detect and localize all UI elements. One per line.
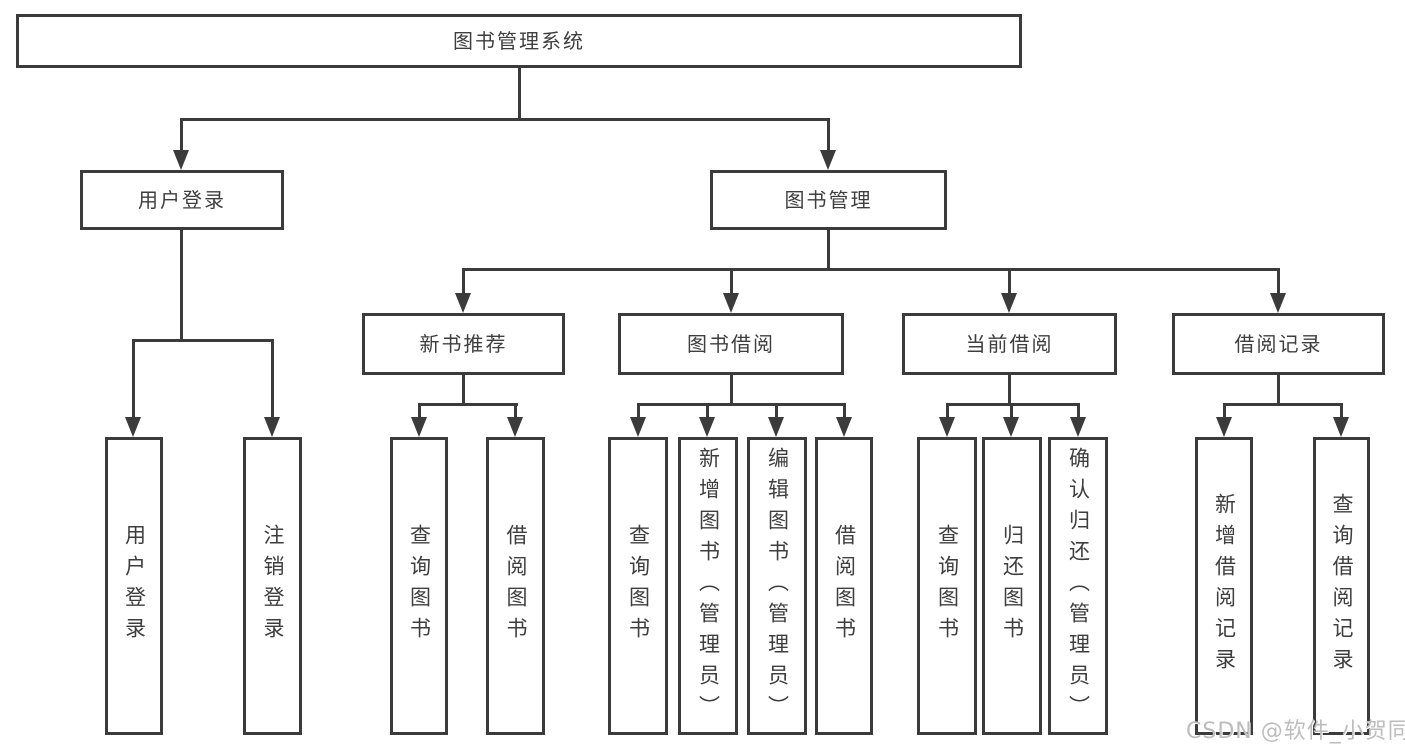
arrow-down-icon (1001, 293, 1017, 313)
connector-arrow-stem (827, 118, 830, 152)
connector-user-login-stem (180, 228, 183, 341)
leaf-query-books-current: 查询图书 (917, 437, 977, 735)
csdn-watermark: CSDN @软件_小贺同学 (1186, 719, 1405, 744)
arrow-down-icon (836, 417, 852, 437)
leaf-query-borrow-record: 查询借阅记录 (1313, 437, 1370, 735)
node-borrow-records: 借阅记录 (1172, 313, 1385, 375)
connector-arrow-stem (843, 403, 846, 419)
connector-arrow-stem (514, 403, 517, 419)
arrow-down-icon (1270, 293, 1286, 313)
connector-arrow-stem (1277, 268, 1280, 295)
connector-new-book-stem (462, 373, 465, 406)
arrow-down-icon (699, 417, 715, 437)
connector-arrow-stem (1077, 403, 1080, 419)
node-current-borrow: 当前借阅 (902, 313, 1117, 375)
node-new-book-recommend: 新书推荐 (362, 313, 565, 375)
connector-book-borrow-branch (637, 403, 846, 406)
arrow-down-icon (1216, 417, 1232, 437)
arrow-down-icon (630, 417, 646, 437)
arrow-down-icon (1333, 417, 1349, 437)
arrow-down-icon (1003, 417, 1019, 437)
leaf-user-login: 用户登录 (105, 437, 163, 735)
connector-arrow-stem (1223, 403, 1226, 419)
node-book-borrow: 图书借阅 (618, 313, 844, 375)
connector-book-mgmt-stem (827, 228, 830, 271)
arrow-down-icon (125, 417, 141, 437)
leaf-add-borrow-record: 新增借阅记录 (1195, 437, 1253, 735)
leaf-logout: 注销登录 (243, 437, 302, 735)
connector-user-login-branch (132, 339, 274, 342)
node-book-management: 图书管理 (710, 170, 947, 230)
connector-current-borrow-stem (1008, 373, 1011, 406)
leaf-query-books-recommend: 查询图书 (390, 437, 448, 735)
connector-arrow-stem (946, 403, 949, 419)
connector-arrow-stem (418, 403, 421, 419)
arrow-down-icon (173, 150, 189, 170)
connector-current-borrow-branch (946, 403, 1080, 406)
connector-arrow-stem (775, 403, 778, 419)
leaf-borrow-books: 借阅图书 (815, 437, 873, 735)
arrow-down-icon (1070, 417, 1086, 437)
arrow-down-icon (820, 150, 836, 170)
arrow-down-icon (507, 417, 523, 437)
connector-arrow-stem (706, 403, 709, 419)
leaf-borrow-books-recommend: 借阅图书 (486, 437, 545, 735)
connector-root-stem (518, 66, 521, 121)
arrow-down-icon (768, 417, 784, 437)
arrow-down-icon (411, 417, 427, 437)
arrow-down-icon (264, 417, 280, 437)
connector-new-book-branch (418, 403, 518, 406)
connector-root-branch (180, 118, 830, 121)
connector-book-borrow-stem (730, 373, 733, 406)
connector-arrow-stem (1008, 268, 1011, 295)
node-user-login: 用户登录 (80, 170, 284, 230)
connector-arrow-stem (730, 268, 733, 295)
node-library-system: 图书管理系统 (16, 14, 1022, 68)
connector-borrow-records-stem (1277, 373, 1280, 406)
connector-arrow-stem (271, 339, 274, 419)
connector-arrow-stem (1340, 403, 1343, 419)
leaf-return-books: 归还图书 (982, 437, 1042, 735)
connector-arrow-stem (1010, 403, 1013, 419)
leaf-query-books-borrow: 查询图书 (608, 437, 668, 735)
connector-book-mgmt-branch (462, 268, 1280, 271)
leaf-confirm-return-admin: 确认归还（管理员） (1048, 437, 1108, 735)
connector-arrow-stem (180, 118, 183, 152)
arrow-down-icon (939, 417, 955, 437)
leaf-add-books-admin: 新增图书（管理员） (678, 437, 738, 735)
connector-arrow-stem (462, 268, 465, 295)
connector-arrow-stem (637, 403, 640, 419)
arrow-down-icon (455, 293, 471, 313)
leaf-edit-books-admin: 编辑图书（管理员） (747, 437, 807, 735)
connector-arrow-stem (132, 339, 135, 419)
arrow-down-icon (723, 293, 739, 313)
connector-borrow-records-branch (1223, 403, 1343, 406)
